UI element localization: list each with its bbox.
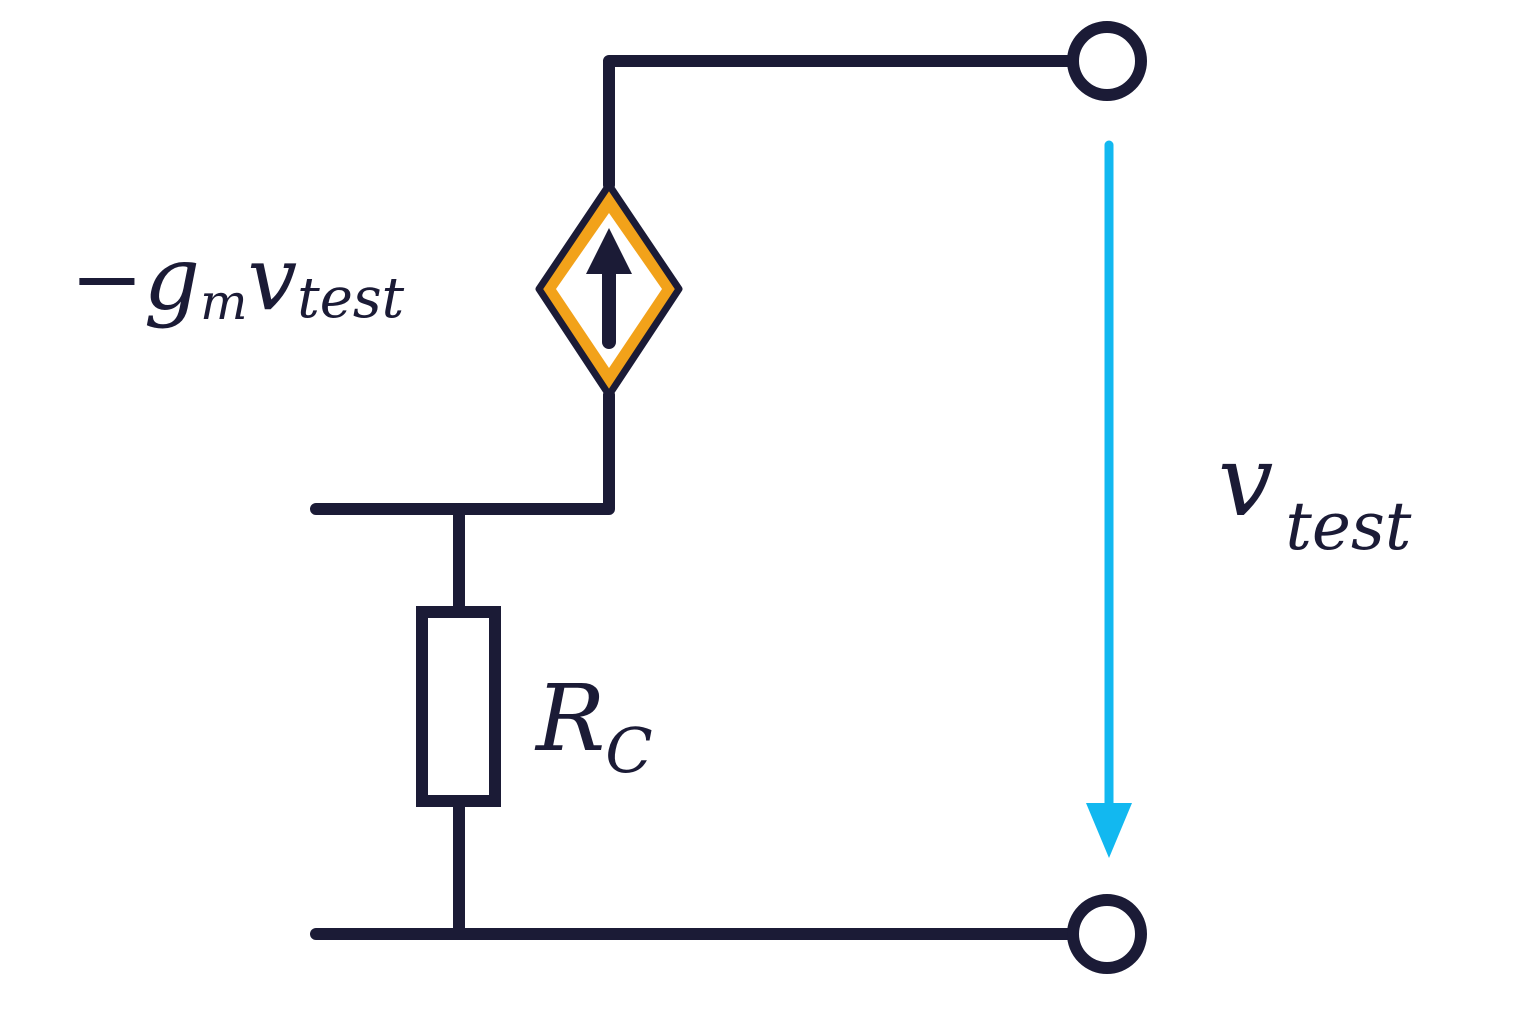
r-subscript: C [605, 714, 652, 787]
wires [310, 55, 1080, 940]
terminal-top-icon [1067, 21, 1147, 101]
resistor-icon [416, 606, 501, 807]
dependent-current-source-icon [535, 181, 683, 399]
gm-symbol: g [144, 227, 200, 330]
v-test-symbol: v [1218, 425, 1273, 539]
top-wire [603, 55, 1080, 191]
up-arrow-icon [586, 228, 632, 274]
resistor-label: RC [534, 665, 653, 787]
v-symbol: v [248, 227, 298, 330]
r-symbol: R [534, 665, 605, 772]
minus-sign: − [70, 227, 144, 330]
current-source-label: −gmvtest [70, 227, 405, 331]
v-test-subscript: test [1285, 488, 1411, 565]
gm-subscript: m [200, 273, 247, 331]
v-subscript: test [297, 266, 404, 331]
terminal-bottom-icon [1067, 894, 1147, 974]
middle-wire [310, 389, 615, 515]
voltage-arrow-icon [1086, 140, 1132, 858]
